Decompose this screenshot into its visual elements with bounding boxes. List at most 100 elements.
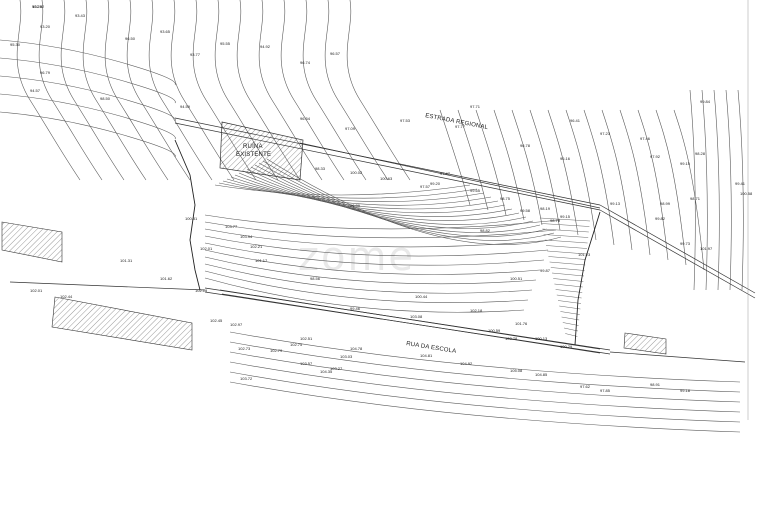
elevation-label: 103.72 [240, 376, 253, 381]
elevation-label: 98.82 [480, 228, 491, 233]
elevation-label: 97.85 [600, 388, 611, 393]
elevation-label: 96.41 [570, 118, 581, 123]
elevation-label: 99.73 [680, 241, 691, 246]
contour-line [204, 235, 549, 257]
contour-line [655, 109, 687, 266]
slope-hatch-line [539, 217, 591, 222]
contour-line [230, 176, 499, 210]
elevation-label: 102.79 [270, 348, 283, 353]
contour-line [126, 0, 191, 181]
contour-line [583, 109, 615, 246]
contour-line [204, 228, 553, 248]
contour-line [280, 0, 345, 181]
contour-line [204, 256, 537, 285]
contour-line [713, 89, 720, 291]
contour-line [258, 162, 548, 237]
contour-line [493, 109, 525, 221]
contour-line [229, 351, 741, 403]
elevation-label: 97.62 [580, 384, 591, 389]
contour-line [0, 111, 176, 158]
elevation-label: 97.23 [600, 131, 611, 136]
contour-line [0, 57, 176, 104]
slope-hatch-line [550, 267, 585, 271]
contour-line [266, 158, 562, 245]
contour-line [511, 109, 543, 226]
elevation-label: 102.44 [60, 294, 73, 299]
contour-line [204, 242, 545, 266]
elevation-label: 98.99 [660, 201, 671, 206]
elevation-label: 93.29 [32, 4, 43, 9]
slope-hatch-line [556, 294, 582, 299]
contour-line [204, 221, 557, 239]
elevation-label: 93.43 [75, 13, 86, 18]
contour-line [346, 0, 411, 181]
slope-hatch-line [545, 245, 588, 249]
elevation-label: 93.65 [160, 29, 171, 34]
contour-line [673, 109, 705, 271]
elevation-label: 101.31 [120, 258, 133, 263]
elevation-label: 103.03 [340, 354, 353, 359]
elevation-label: 99.58 [520, 208, 531, 213]
elevation-label: 102.45 [210, 318, 223, 323]
elevation-label: 99.15 [680, 161, 691, 166]
contour-line [701, 89, 708, 291]
elevation-label: 96.78 [520, 143, 531, 148]
elevation-label: 98.50 [100, 96, 111, 101]
elevation-labels: 93.2993.4393.2095.3096.5093.6595.5593.77… [10, 4, 753, 393]
elevation-label: 99.18 [680, 388, 691, 393]
contour-line [457, 109, 489, 211]
elevation-label: 103.57 [300, 361, 313, 366]
elevation-label: 101.17 [255, 258, 268, 263]
contour-line [218, 182, 478, 199]
watermark: zome [298, 234, 415, 280]
elevation-label: 104.78 [350, 346, 363, 351]
elevation-label: 101.23 [578, 252, 591, 257]
elevation-label: 98.91 [650, 382, 661, 387]
elevation-label: 99.46 [350, 306, 361, 311]
elevation-label: 100.02 [350, 170, 363, 175]
ruin-label-line2: EXISTENTE [236, 152, 271, 158]
elevation-label: 99.15 [560, 214, 571, 219]
contour-line [262, 160, 555, 241]
contour-line [229, 361, 741, 413]
contour-line [565, 109, 597, 241]
slope-hatch-line [549, 261, 586, 266]
contour-line [725, 89, 732, 291]
elevation-label: 97.53 [400, 118, 411, 123]
elevation-label: 101.62 [160, 276, 173, 281]
contour-line [254, 164, 541, 233]
elevation-label: 100.51 [510, 276, 523, 281]
contour-line [38, 0, 103, 181]
building-left [1, 221, 63, 263]
elevation-label: 102.01 [200, 246, 213, 251]
contour-line [229, 341, 741, 393]
elevation-label: 93.77 [190, 52, 201, 57]
elevation-label: 97.71 [470, 104, 481, 109]
elevation-label: 95.55 [220, 41, 231, 46]
elevation-label: 98.71 [690, 196, 701, 201]
contour-line [619, 109, 651, 256]
elevation-label: 96.89 [350, 203, 361, 208]
elevation-label: 97.92 [650, 154, 661, 159]
contour-line [214, 184, 471, 196]
elevation-label: 104.92 [460, 361, 473, 366]
plot-boundary [174, 139, 601, 346]
elevation-label: 102.01 [30, 288, 43, 293]
elevation-label: 100.81 [185, 216, 198, 221]
contour-line [229, 371, 741, 423]
elevation-label: 103.77 [225, 224, 238, 229]
contour-line [0, 93, 176, 140]
contour-line [302, 0, 367, 181]
road-rua-da-escola [9, 281, 746, 363]
elevation-label: 99.82 [655, 216, 666, 221]
elevation-label: 97.09 [345, 126, 356, 131]
elevation-label: 100.29 [560, 344, 573, 349]
slope-hatch-line [543, 234, 589, 238]
elevation-label: 102.97 [230, 322, 243, 327]
elevation-label: 103.94 [240, 234, 253, 239]
slope-hatch-line [555, 289, 583, 293]
elevation-label: 98.33 [315, 166, 326, 171]
elevation-label: 98.76 [550, 218, 561, 223]
contour-line [104, 0, 169, 181]
contour-line [148, 0, 213, 181]
